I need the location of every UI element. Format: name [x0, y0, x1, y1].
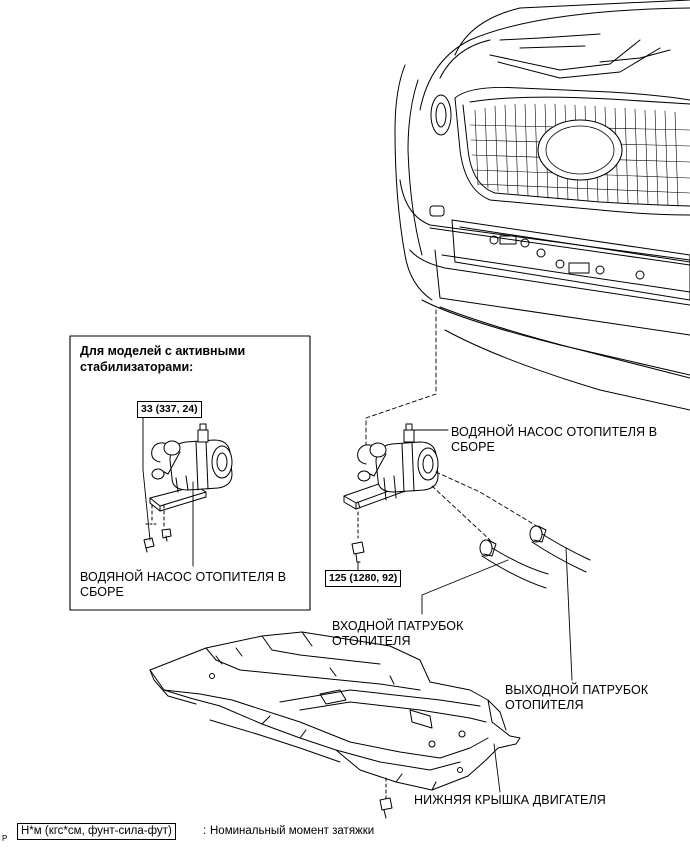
main-pump-label: ВОДЯНОЙ НАСОС ОТОПИТЕЛЯ В СБОРЕ — [451, 425, 657, 455]
inset-pump-label-line-1: ВОДЯНОЙ НАСОС ОТОПИТЕЛЯ В — [80, 570, 287, 584]
undercover-leader — [493, 743, 501, 793]
main-bolt — [351, 511, 365, 563]
engine-under-cover-label: НИЖНЯЯ КРЫШКА ДВИГАТЕЛЯ — [414, 793, 606, 807]
main-torque-box: 125 (1280, 92) — [325, 570, 402, 587]
figure-id: P — [2, 834, 8, 843]
hose-dashed-guides — [431, 471, 541, 541]
undercover-bolt — [379, 777, 393, 819]
inset-title: Для моделей с активными стабилизаторами: — [80, 343, 245, 375]
legend-separator: : — [203, 825, 207, 837]
inset-torque-box: 33 (337, 24) — [137, 401, 202, 418]
inlet-hose-label: ВХОДНОЙ ПАТРУБОК ОТОПИТЕЛЯ — [332, 619, 463, 649]
inset-pump-label-line-2: СБОРЕ — [80, 585, 124, 599]
outlet-hose-illustration — [529, 525, 591, 573]
inlet-hose-label-line-1: ВХОДНОЙ ПАТРУБОК — [332, 619, 464, 633]
main-pump-label-line-1: ВОДЯНОЙ НАСОС ОТОПИТЕЛЯ В — [451, 425, 658, 439]
inlet-hose-label-line-2: ОТОПИТЕЛЯ — [332, 634, 411, 648]
inlet-hose-leader — [421, 559, 509, 615]
engine-under-cover-illustration — [149, 631, 521, 791]
inset-pump-illustration — [145, 423, 233, 529]
vehicle-front-illustration — [394, 0, 690, 411]
inlet-hose-illustration — [479, 539, 549, 589]
legend-unit-box: Н*м (кгс*см, фунт-сила-фут) — [17, 823, 176, 840]
inset-torque-leader — [142, 415, 151, 541]
mount-alignment-dashed-line — [365, 309, 437, 465]
legend-description: Номинальный момент затяжки — [210, 825, 375, 837]
outlet-hose-leader — [565, 547, 573, 681]
outlet-hose-label-line-1: ВЫХОДНОЙ ПАТРУБОК — [505, 683, 649, 697]
main-pump-illustration — [343, 423, 439, 510]
inset-frame — [69, 335, 311, 611]
inset-title-line-2: стабилизаторами: — [80, 360, 194, 374]
inset-title-line-1: Для моделей с активными — [80, 344, 246, 358]
inset-pump-label: ВОДЯНОЙ НАСОС ОТОПИТЕЛЯ В СБОРЕ — [80, 570, 286, 600]
inset-bolts — [143, 528, 172, 553]
outlet-hose-label-line-2: ОТОПИТЕЛЯ — [505, 698, 584, 712]
outlet-hose-label: ВЫХОДНОЙ ПАТРУБОК ОТОПИТЕЛЯ — [505, 683, 648, 713]
main-pump-label-line-2: СБОРЕ — [451, 440, 495, 454]
